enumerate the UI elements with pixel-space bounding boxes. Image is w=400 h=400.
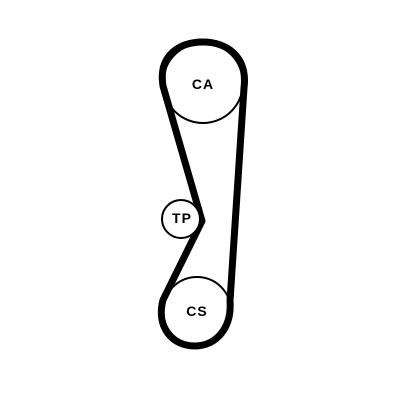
- tensioner-pulley: [161, 199, 201, 239]
- pulley-label-cs: CS: [186, 303, 207, 319]
- pulley-label-tp: TP: [172, 210, 192, 226]
- timing-belt: [157, 38, 248, 350]
- pulley-label-ca: CA: [192, 76, 214, 92]
